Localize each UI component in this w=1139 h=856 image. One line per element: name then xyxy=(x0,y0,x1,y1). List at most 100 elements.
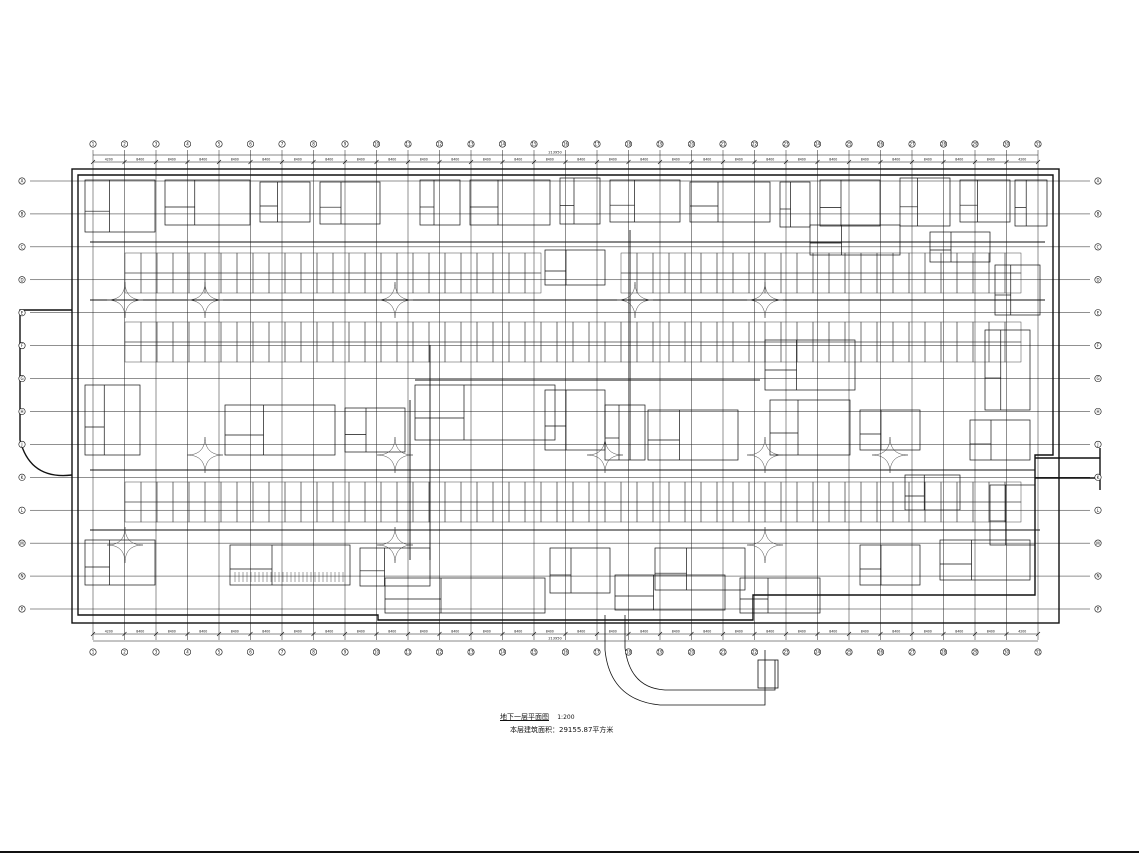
equipment-room xyxy=(809,224,901,256)
grid-bubble-label: A xyxy=(21,179,24,184)
grid-bubble: 30 xyxy=(1002,140,1010,148)
parking-stall xyxy=(700,501,718,523)
grid-bubble: K xyxy=(18,473,26,481)
equipment-room xyxy=(384,577,546,614)
dimension-tick xyxy=(1035,159,1041,165)
grid-bubble-circle xyxy=(18,572,26,580)
grid-bubble: 23 xyxy=(782,648,790,656)
bay-dimension: 8400 xyxy=(420,630,428,634)
parking-stall xyxy=(684,501,702,523)
grid-bubble: J xyxy=(1094,440,1102,448)
parking-stall xyxy=(284,272,302,294)
bay-dimension: 8400 xyxy=(199,630,207,634)
grid-bubble: 12 xyxy=(435,648,443,656)
dimension-tick xyxy=(374,631,379,637)
dimension-tick xyxy=(783,159,789,165)
dimension-tick xyxy=(500,159,505,165)
parking-stall xyxy=(316,321,334,343)
grid-bubble-circle xyxy=(247,648,255,656)
parking-stall xyxy=(380,501,398,523)
grid-bubble-label: 14 xyxy=(500,142,506,147)
bay-dimension: 8400 xyxy=(766,158,774,162)
parking-stall xyxy=(156,481,174,503)
grid-bubble-label: 15 xyxy=(531,650,537,655)
bay-dimension: 8400 xyxy=(640,158,648,162)
grid-bubble-circle xyxy=(1094,506,1102,514)
grid-bubble: 15 xyxy=(530,648,538,656)
parking-stall xyxy=(652,481,670,503)
parking-stall xyxy=(844,321,862,343)
grid-bubble-label: L xyxy=(1097,508,1100,513)
grid-bubble-circle xyxy=(309,140,317,148)
exterior-wall xyxy=(77,174,1054,621)
parking-stall xyxy=(972,501,990,523)
equipment-room xyxy=(904,474,961,511)
grid-bubble-circle xyxy=(1034,140,1042,148)
grid-bubble-circle xyxy=(593,648,601,656)
parking-stall xyxy=(220,481,238,503)
dimension-tick xyxy=(752,631,757,637)
dimension-tick xyxy=(909,631,915,637)
parking-stall xyxy=(604,481,622,503)
bay-dimension: 8400 xyxy=(199,158,207,162)
parking-stall xyxy=(380,252,398,274)
parking-stall xyxy=(780,501,798,523)
parking-stall xyxy=(172,341,190,363)
turning-arc xyxy=(186,436,224,474)
grid-bubble: 26 xyxy=(876,648,884,656)
bay-dimension: 8400 xyxy=(262,158,270,162)
dimension-tick xyxy=(941,159,946,165)
dimension-tick xyxy=(342,159,348,165)
grid-bubble-circle xyxy=(1002,648,1010,656)
parking-stall xyxy=(556,481,574,503)
parking-stall xyxy=(140,501,158,523)
grid-bubble: 22 xyxy=(750,648,758,656)
equipment-room xyxy=(819,179,881,227)
parking-stall xyxy=(380,341,398,363)
parking-stall xyxy=(140,321,158,343)
building-outline xyxy=(19,168,1101,624)
bay-dimension: 8400 xyxy=(735,630,743,634)
grid-bubble-circle xyxy=(876,140,884,148)
equipment-room xyxy=(419,179,461,226)
parking-stall xyxy=(172,272,190,294)
grid-bubble-label: C xyxy=(1097,244,1100,249)
grid-bubble: H xyxy=(18,407,26,415)
bay-dimension: 8400 xyxy=(672,630,680,634)
equipment-room xyxy=(769,399,851,456)
dimension-tick xyxy=(689,159,694,165)
parking-stall xyxy=(1004,272,1022,294)
grid-bubble-label: 5 xyxy=(218,142,221,147)
bay-dimension: 8400 xyxy=(798,158,806,162)
parking-stall xyxy=(188,501,206,523)
grid-bubble-circle xyxy=(18,342,26,350)
grid-bubble: 21 xyxy=(719,648,727,656)
parking-stall xyxy=(460,341,478,363)
grid-bubble-label: 7 xyxy=(281,650,284,655)
bay-dimension: 8400 xyxy=(577,158,585,162)
grid-bubble-label: 20 xyxy=(689,650,695,655)
bay-dimension: 4200 xyxy=(1018,158,1026,162)
overall-dimension: 213950 xyxy=(548,151,561,155)
grid-bubble-label: 22 xyxy=(752,142,758,147)
grid-bubble-circle xyxy=(18,309,26,317)
grid-bubble-label: 13 xyxy=(468,142,474,147)
parking-stall xyxy=(972,481,990,503)
grid-bubble-circle xyxy=(18,473,26,481)
dimension-tick xyxy=(153,631,159,637)
grid-bubble-label: G xyxy=(20,376,23,381)
parking-stall xyxy=(684,321,702,343)
parking-stall xyxy=(508,252,526,274)
grid-bubble-circle xyxy=(908,648,916,656)
grid-bubble-label: 25 xyxy=(846,650,852,655)
parking-stall xyxy=(924,501,942,523)
turning-arc xyxy=(106,526,144,564)
parking-stall xyxy=(844,341,862,363)
equipment-room xyxy=(544,389,606,451)
equipment-room xyxy=(84,539,156,586)
parking-stall xyxy=(204,501,222,523)
grid-bubble-label: 9 xyxy=(344,650,347,655)
grid-bubble-circle xyxy=(813,140,821,148)
grid-bubble: 5 xyxy=(215,648,223,656)
parking-stall xyxy=(684,481,702,503)
